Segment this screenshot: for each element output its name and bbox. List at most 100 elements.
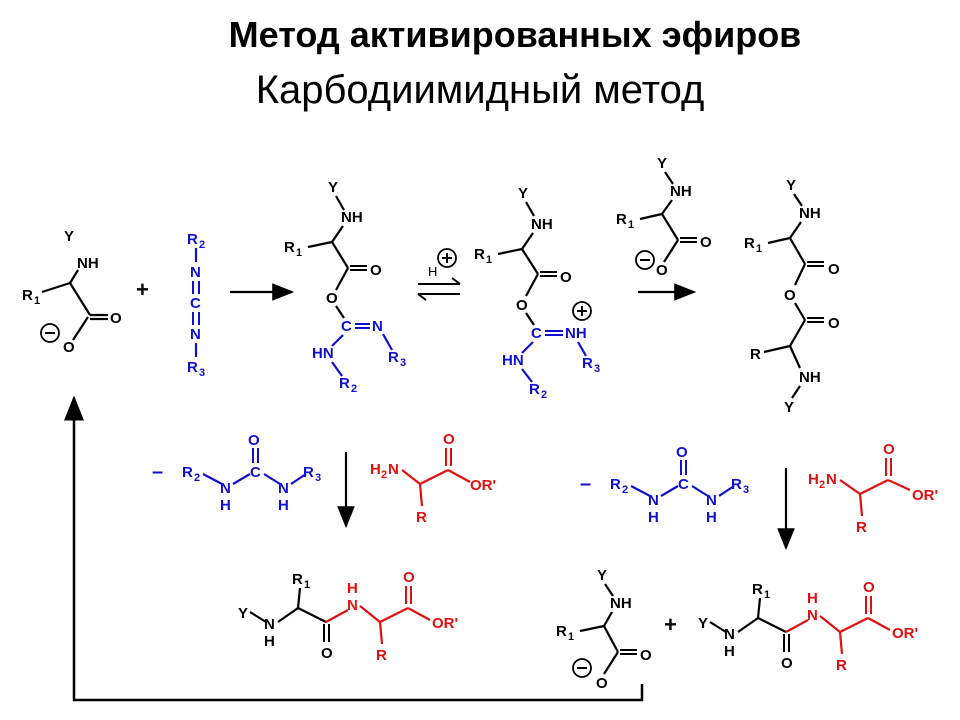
svg-text:NH: NH: [799, 369, 821, 386]
svg-text:Y: Y: [698, 615, 708, 632]
svg-text:–: –: [580, 473, 591, 495]
svg-text:R: R: [182, 464, 193, 481]
svg-text:Y: Y: [784, 399, 794, 416]
svg-text:C: C: [190, 295, 201, 312]
svg-text:H: H: [807, 590, 818, 607]
equilibrium-arrows-icon: [417, 277, 461, 301]
svg-text:O: O: [596, 675, 608, 692]
svg-text:C: C: [341, 318, 352, 335]
dipeptide-right: Y N H R 1 O H N R O OR': [698, 579, 918, 674]
svg-text:2: 2: [819, 479, 825, 491]
svg-text:O: O: [883, 441, 895, 458]
svg-text:N: N: [724, 626, 735, 643]
svg-text:R: R: [339, 375, 350, 392]
svg-text:N: N: [826, 471, 837, 488]
symmetric-anhydride: Y NH R 1 O O O R NH Y: [744, 177, 840, 416]
svg-text:O: O: [781, 655, 793, 672]
svg-text:O: O: [828, 315, 840, 332]
o-acylisourea: Y NH R 1 O O C N R 3 HN R 2: [284, 179, 406, 395]
svg-text:H: H: [220, 497, 231, 514]
svg-text:R: R: [750, 346, 761, 363]
svg-text:N: N: [190, 264, 201, 281]
dipeptide-left: Y N H R 1 O H N R O OR': [238, 569, 458, 664]
svg-text:3: 3: [199, 367, 205, 379]
svg-text:R: R: [731, 476, 742, 493]
svg-text:1: 1: [628, 219, 634, 231]
svg-text:1: 1: [568, 631, 574, 643]
proton-label: H: [428, 264, 437, 279]
svg-text:C: C: [531, 325, 542, 342]
amino-acid-anion: [41, 269, 108, 341]
svg-text:Y: Y: [238, 605, 248, 622]
svg-text:1: 1: [304, 579, 310, 591]
svg-text:NH: NH: [610, 595, 632, 612]
svg-text:2: 2: [199, 239, 205, 251]
svg-text:H: H: [347, 580, 358, 597]
label-o: O: [110, 310, 122, 327]
svg-text:Y: Y: [597, 567, 607, 584]
svg-text:H: H: [264, 633, 275, 650]
svg-text:N: N: [190, 326, 201, 343]
urea-byproduct-left: – R 2 N H C O N H R 3: [152, 432, 321, 514]
svg-text:2: 2: [622, 484, 628, 496]
svg-text:C: C: [678, 476, 689, 493]
minus-circle-icon: [635, 250, 655, 270]
svg-text:O: O: [784, 287, 796, 304]
svg-text:R: R: [744, 235, 755, 252]
svg-text:N: N: [347, 597, 358, 614]
minus-circle-icon: [572, 658, 592, 678]
svg-text:OR': OR': [432, 615, 458, 632]
svg-text:O: O: [863, 579, 875, 596]
svg-text:R: R: [836, 657, 847, 674]
svg-text:NH: NH: [799, 205, 821, 222]
svg-text:Y: Y: [786, 177, 796, 194]
svg-text:3: 3: [315, 472, 321, 484]
svg-text:R: R: [284, 239, 295, 256]
svg-text:NH: NH: [670, 183, 692, 200]
svg-text:Y: Y: [328, 179, 338, 196]
svg-text:R: R: [388, 349, 399, 366]
svg-text:O: O: [700, 234, 712, 251]
svg-text:R: R: [416, 509, 427, 526]
svg-text:R: R: [187, 231, 198, 248]
svg-text:O: O: [676, 444, 688, 461]
svg-text:C: C: [250, 464, 261, 481]
svg-text:O: O: [443, 431, 455, 448]
svg-text:O: O: [560, 269, 572, 286]
svg-text:N: N: [706, 492, 717, 509]
svg-text:R: R: [556, 623, 567, 640]
amino-ester-right: H 2 N R O OR': [808, 441, 938, 536]
label-sub: 1: [34, 295, 40, 307]
svg-text:N: N: [264, 616, 275, 633]
plus-circle-icon: [437, 248, 457, 268]
svg-text:3: 3: [743, 484, 749, 496]
svg-text:1: 1: [296, 247, 302, 259]
minus-circle-icon: [40, 323, 60, 343]
svg-text:HN: HN: [312, 345, 334, 362]
svg-text:OR': OR': [892, 625, 918, 642]
svg-text:N: N: [807, 607, 818, 624]
svg-text:R: R: [616, 211, 627, 228]
svg-text:N: N: [372, 318, 383, 335]
label-o: O: [63, 339, 75, 356]
svg-text:N: N: [648, 492, 659, 509]
svg-text:Y: Y: [518, 185, 528, 202]
svg-text:1: 1: [756, 243, 762, 255]
svg-text:H: H: [706, 509, 717, 526]
label-r: R: [22, 287, 33, 304]
amino-ester-left: H 2 N R O OR': [370, 431, 496, 526]
svg-text:N: N: [388, 461, 399, 478]
svg-text:O: O: [516, 297, 528, 314]
svg-text:O: O: [321, 645, 333, 662]
svg-text:O: O: [640, 647, 652, 664]
amino-acid-anion-labels: Y NH R 1 O O: [22, 228, 122, 356]
svg-text:R: R: [474, 246, 485, 263]
plus-sign: +: [136, 277, 149, 302]
svg-text:R: R: [856, 519, 867, 536]
svg-text:1: 1: [764, 589, 770, 601]
svg-text:2: 2: [381, 469, 387, 481]
svg-text:NH: NH: [341, 209, 363, 226]
svg-text:H: H: [808, 471, 819, 488]
svg-text:N: N: [220, 480, 231, 497]
